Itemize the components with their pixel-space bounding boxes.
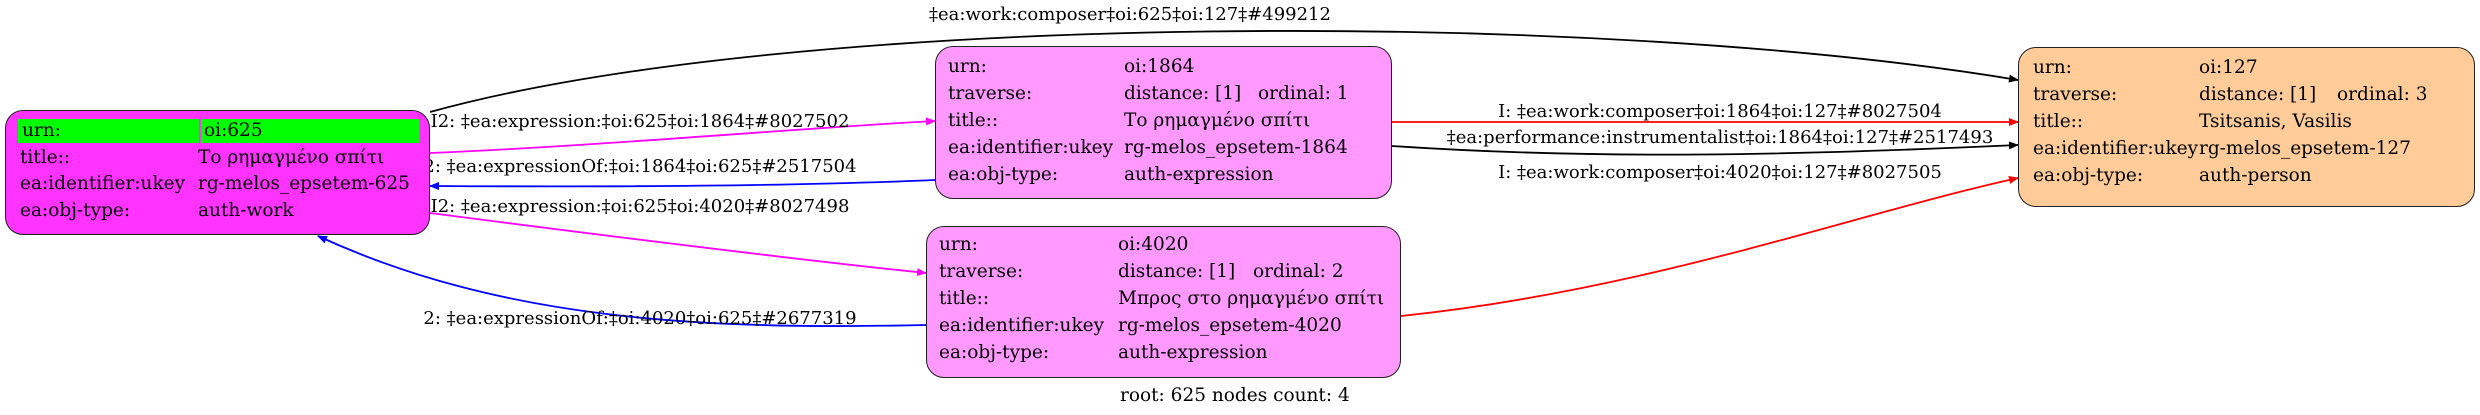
type-key: ea:obj-type:	[939, 342, 1050, 363]
node-oi-127[interactable]: urn: oi:127 traverse: distance: [1] ordinal…	[2018, 47, 2475, 207]
urn-key: urn:	[948, 56, 987, 77]
edge-4020-625	[317, 235, 927, 327]
distance-value: distance: [1]	[2199, 84, 2317, 105]
type-value: auth-expression	[1118, 342, 1268, 363]
type-value: auth-work	[198, 200, 294, 221]
ukey-value: rg-melos_epsetem-625	[198, 173, 410, 194]
node-oi-4020[interactable]: urn: oi:4020 traverse: distance: [1] ordina…	[926, 226, 1401, 378]
urn-value: oi:625	[201, 119, 419, 143]
ukey-value: rg-melos_epsetem-1864	[1124, 137, 1348, 158]
type-key: ea:obj-type:	[948, 164, 1059, 185]
type-value: auth-expression	[1124, 164, 1274, 185]
title-key: title::	[2033, 111, 2084, 132]
edge-625-4020	[429, 212, 927, 277]
title-key: title::	[939, 288, 990, 309]
ukey-key: ea:identifier:ukey	[20, 173, 186, 194]
urn-value: oi:4020	[1118, 234, 1189, 255]
ukey-key: ea:identifier:ukey	[2033, 138, 2199, 159]
node-oi-625[interactable]: urn: oi:625 title::Το ρημαγμένο σπίτι ea…	[5, 110, 430, 235]
title-value: Το ρημαγμένο σπίτι	[1124, 110, 1311, 131]
distance-value: distance: [1]	[1124, 83, 1242, 104]
urn-key: urn:	[18, 119, 199, 143]
urn-key: urn:	[2033, 57, 2072, 78]
ordinal-value: ordinal: 2	[1253, 261, 1344, 282]
title-value: Το ρημαγμένο σπίτι	[198, 147, 385, 168]
edge-1864-625	[429, 179, 936, 191]
title-key: title::	[948, 110, 999, 131]
urn-value: oi:1864	[1124, 56, 1195, 77]
ukey-value: rg-melos_epsetem-127	[2199, 138, 2411, 159]
ukey-key: ea:identifier:ukey	[939, 315, 1105, 336]
edge-label: ‡ea:work:composer‡oi:625‡oi:127‡#499212	[929, 4, 1331, 25]
edge-label: I2: ‡ea:expression:‡oi:625‡oi:1864‡#8027…	[431, 111, 850, 132]
edge-625-1864	[429, 117, 936, 154]
graph-footer: root: 625 nodes count: 4	[1120, 385, 1350, 406]
traverse-key: traverse:	[2033, 84, 2118, 105]
ordinal-value: ordinal: 3	[2337, 84, 2428, 105]
edge-label: 2: ‡ea:expressionOf:‡oi:1864‡oi:625‡#251…	[423, 156, 856, 177]
ordinal-value: ordinal: 1	[1258, 83, 1349, 104]
title-key: title::	[20, 147, 71, 168]
edge-label: I2: ‡ea:expression:‡oi:625‡oi:4020‡#8027…	[431, 196, 850, 217]
title-value: Μπρος στο ρημαγμένο σπίτι	[1118, 288, 1385, 309]
edge-4020-127	[1400, 176, 2019, 317]
urn-key: urn:	[939, 234, 978, 255]
edge-label: I: ‡ea:work:composer‡oi:4020‡oi:127‡#802…	[1498, 162, 1942, 183]
type-key: ea:obj-type:	[20, 200, 131, 221]
title-value: Tsitsanis, Vasilis	[2199, 111, 2352, 132]
traverse-key: traverse:	[948, 83, 1033, 104]
type-key: ea:obj-type:	[2033, 165, 2144, 186]
edge-label: ‡ea:performance:instrumentalist‡oi:1864‡…	[1447, 127, 1994, 148]
urn-value: oi:127	[2199, 57, 2258, 78]
edge-1864-127-instrumentalist	[1391, 141, 2019, 156]
ukey-key: ea:identifier:ukey	[948, 137, 1114, 158]
node-oi-1864[interactable]: urn: oi:1864 traverse: distance: [1] ordina…	[935, 46, 1392, 199]
edge-label: I: ‡ea:work:composer‡oi:1864‡oi:127‡#802…	[1498, 101, 1942, 122]
ukey-value: rg-melos_epsetem-4020	[1118, 315, 1342, 336]
edge-label: 2: ‡ea:expressionOf:‡oi:4020‡oi:625‡#267…	[423, 308, 856, 329]
type-value: auth-person	[2199, 165, 2312, 186]
distance-value: distance: [1]	[1118, 261, 1236, 282]
edge-625-127	[429, 30, 2019, 113]
traverse-key: traverse:	[939, 261, 1024, 282]
